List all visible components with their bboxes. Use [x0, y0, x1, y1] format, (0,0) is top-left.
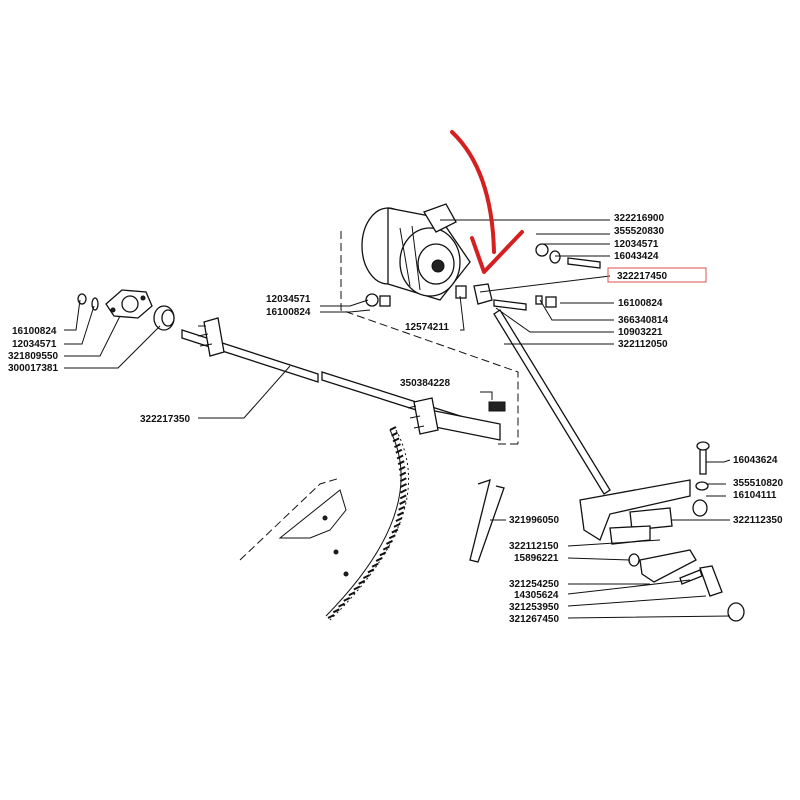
control-rod	[493, 309, 611, 495]
gear-tooth	[398, 505, 406, 511]
labels: 322216900 355520830 12034571 16043424 32…	[8, 213, 783, 625]
label-16043424: 16043424	[614, 251, 659, 262]
label-16100824-left: 16100824	[12, 326, 57, 337]
label-16100824-mid: 16100824	[266, 307, 311, 318]
lower-bracket	[579, 441, 745, 622]
gear-tooth	[327, 614, 335, 619]
label-12034571-left: 12034571	[12, 339, 57, 350]
label-322112050: 322112050	[618, 339, 668, 350]
spring-clip	[469, 479, 505, 563]
gear-tooth	[395, 448, 403, 454]
left-flange	[77, 289, 175, 331]
red-arrow-marker	[450, 130, 524, 274]
label-12034571-mid: 12034571	[266, 294, 311, 305]
gear-tooth	[397, 460, 405, 466]
gear-tooth	[399, 494, 407, 500]
gear-tooth	[371, 562, 379, 568]
gear-tooth	[400, 483, 407, 488]
gear-tooth	[388, 534, 396, 540]
gear-tooth	[332, 608, 340, 614]
label-366340814: 366340814	[618, 315, 668, 326]
label-355520830: 355520830	[614, 226, 664, 237]
motor-unit	[340, 203, 601, 445]
label-322217450: 322217450	[617, 271, 667, 282]
label-16104111: 16104111	[733, 490, 777, 501]
label-322216900: 322216900	[614, 213, 664, 224]
gear-tooth	[375, 557, 383, 562]
gear-tooth	[391, 528, 399, 534]
label-12574211: 12574211	[405, 322, 449, 333]
gear-tooth	[362, 574, 370, 580]
label-12034571-right: 12034571	[614, 239, 659, 250]
gear-tooth	[389, 426, 397, 431]
key-part	[488, 401, 506, 412]
label-321996050: 321996050	[509, 515, 559, 526]
ring-gear	[239, 429, 409, 621]
label-321253950: 321253950	[509, 602, 559, 613]
gear-tooth	[379, 551, 387, 557]
label-322112150: 322112150	[509, 541, 559, 552]
label-300017381: 300017381	[8, 363, 58, 374]
gear-tooth	[400, 488, 407, 494]
callout-lines	[64, 219, 731, 619]
gear-tooth	[394, 443, 401, 448]
label-16043624: 16043624	[733, 455, 778, 466]
gear-tooth	[343, 597, 351, 602]
gear-tooth	[393, 522, 401, 528]
gear-tooth	[367, 568, 375, 574]
gear-tooth	[395, 517, 403, 523]
gear-tooth	[382, 545, 390, 551]
label-10903221: 10903221	[618, 327, 663, 338]
label-355510820: 355510820	[733, 478, 783, 489]
gear-tooth	[396, 454, 404, 460]
drive-shaft	[181, 317, 501, 441]
label-15896221: 15896221	[514, 553, 559, 564]
gear-tooth	[385, 540, 393, 545]
gear-tooth	[348, 591, 356, 597]
label-321254250: 321254250	[509, 579, 559, 590]
label-350384228: 350384228	[400, 378, 450, 389]
label-322112350: 322112350	[733, 515, 783, 526]
label-321267450: 321267450	[509, 614, 559, 625]
label-322217350: 322217350	[140, 414, 190, 425]
gear-tooth	[398, 465, 406, 471]
gear-tooth	[391, 431, 398, 437]
label-14305624: 14305624	[514, 590, 559, 601]
gear-tooth	[399, 477, 407, 483]
highlight-box	[607, 267, 707, 283]
gear-tooth	[397, 511, 404, 517]
gear-tooth	[392, 437, 400, 443]
label-16100824-right: 16100824	[618, 298, 663, 309]
gear-tooth	[338, 602, 346, 608]
gear-tooth	[399, 500, 407, 505]
label-321809550: 321809550	[8, 351, 58, 362]
gear-tooth	[353, 585, 361, 591]
gear-tooth	[399, 471, 407, 477]
gear-tooth	[358, 579, 366, 585]
